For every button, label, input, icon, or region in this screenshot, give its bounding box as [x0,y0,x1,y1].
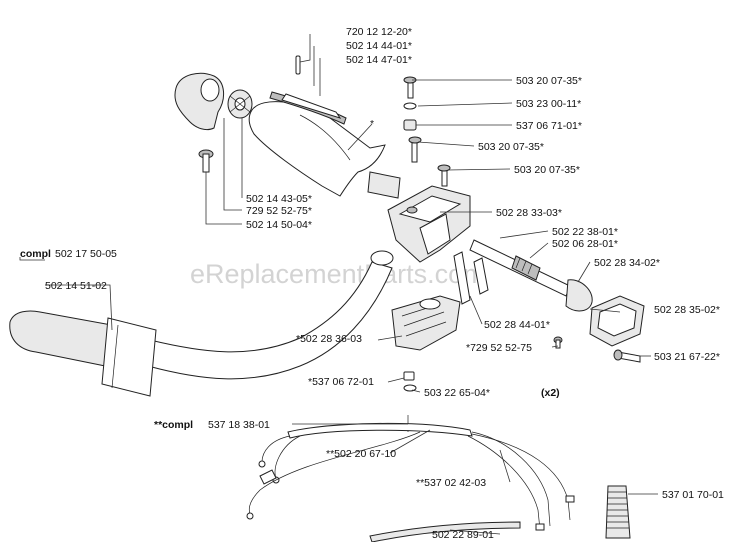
label-502-28-44-01[interactable]: 502 28 44-01* [484,319,550,331]
label-502-14-44-01[interactable]: 502 14 44-01* [346,40,412,52]
label-502-14-43-05[interactable]: 502 14 43-05* [246,193,312,205]
screw-left-drawing [198,149,214,173]
label-502-14-50-04[interactable]: 502 14 50-04* [246,219,312,231]
lower-clamp-drawing [391,295,461,351]
label-537-06-71-01[interactable]: 537 06 71-01* [516,120,582,132]
label-502-17-50-05[interactable]: 502 17 50-05 [55,248,117,260]
label-502-14-51-02[interactable]: 502 14 51-02 [45,280,107,292]
throttle-lever-drawing [269,91,347,125]
screw-right-drawing [613,349,641,363]
label-502-20-67-10[interactable]: **502 20 67-10 [326,448,396,460]
label-503-23-00-11[interactable]: 503 23 00-11* [516,98,581,110]
label-502-22-38-01[interactable]: 502 22 38-01* [552,226,618,238]
spring-drawing [605,485,631,539]
label-503-21-67-22[interactable]: 503 21 67-22* [654,351,720,363]
label-729-52-52-75-b[interactable]: *729 52 52-75 [466,342,532,354]
leader-lines [19,34,658,535]
label-502-28-34-02[interactable]: 502 28 34-02* [594,257,660,269]
label-503-20-07-35-c[interactable]: 503 20 07-35* [514,164,580,176]
label-502-28-36-03[interactable]: *502 28 36-03 [296,333,362,345]
label-502-06-28-01[interactable]: 502 06 28-01* [552,238,618,250]
pin-drawing [295,55,301,75]
label-compl-prefix-b: **compl [154,419,193,431]
wiring-harness-drawing [246,415,575,531]
watermark-text: eReplacementParts.com [190,259,486,289]
label-537-02-42-03[interactable]: **537 02 42-03 [416,477,486,489]
sleeve-drawing [369,521,521,542]
part-labels: 720 12 12-20* 502 14 44-01* 502 14 47-01… [20,26,724,541]
label-729-52-52-75-a[interactable]: 729 52 52-75* [246,205,312,217]
label-720-12-12-20[interactable]: 720 12 12-20* [346,26,412,38]
label-503-22-65-04[interactable]: 503 22 65-04* [424,387,490,399]
label-502-14-47-01[interactable]: 502 14 47-01* [346,54,412,66]
label-502-22-89-01[interactable]: 502 22 89-01 [432,529,494,541]
top-fasteners-drawing [403,76,451,187]
handlebar-tube-drawing [9,250,394,397]
label-502-28-33-03[interactable]: 502 28 33-03* [496,207,562,219]
bracket-clamp-drawing [387,185,471,263]
label-503-20-07-35-a[interactable]: 503 20 07-35* [516,75,582,87]
label-quantity-x2: (x2) [541,387,560,399]
label-compl-prefix-a: compl [20,248,51,260]
bottom-nuts-drawing [403,371,417,392]
label-503-20-07-35-b[interactable]: 503 20 07-35* [478,141,544,153]
cover-plate-drawing [589,295,645,347]
switch-housing-drawing [174,72,253,131]
cable-link-drawing [469,239,593,312]
label-537-06-72-01[interactable]: *537 06 72-01 [308,376,374,388]
label-537-18-38-01[interactable]: 537 18 38-01 [208,419,270,431]
label-537-01-70-01[interactable]: 537 01 70-01 [662,489,724,501]
label-star: * [370,118,374,130]
small-screw-drawing [553,336,563,349]
small-pins-drawing [453,251,489,305]
label-502-28-35-02[interactable]: 502 28 35-02* [654,304,720,316]
